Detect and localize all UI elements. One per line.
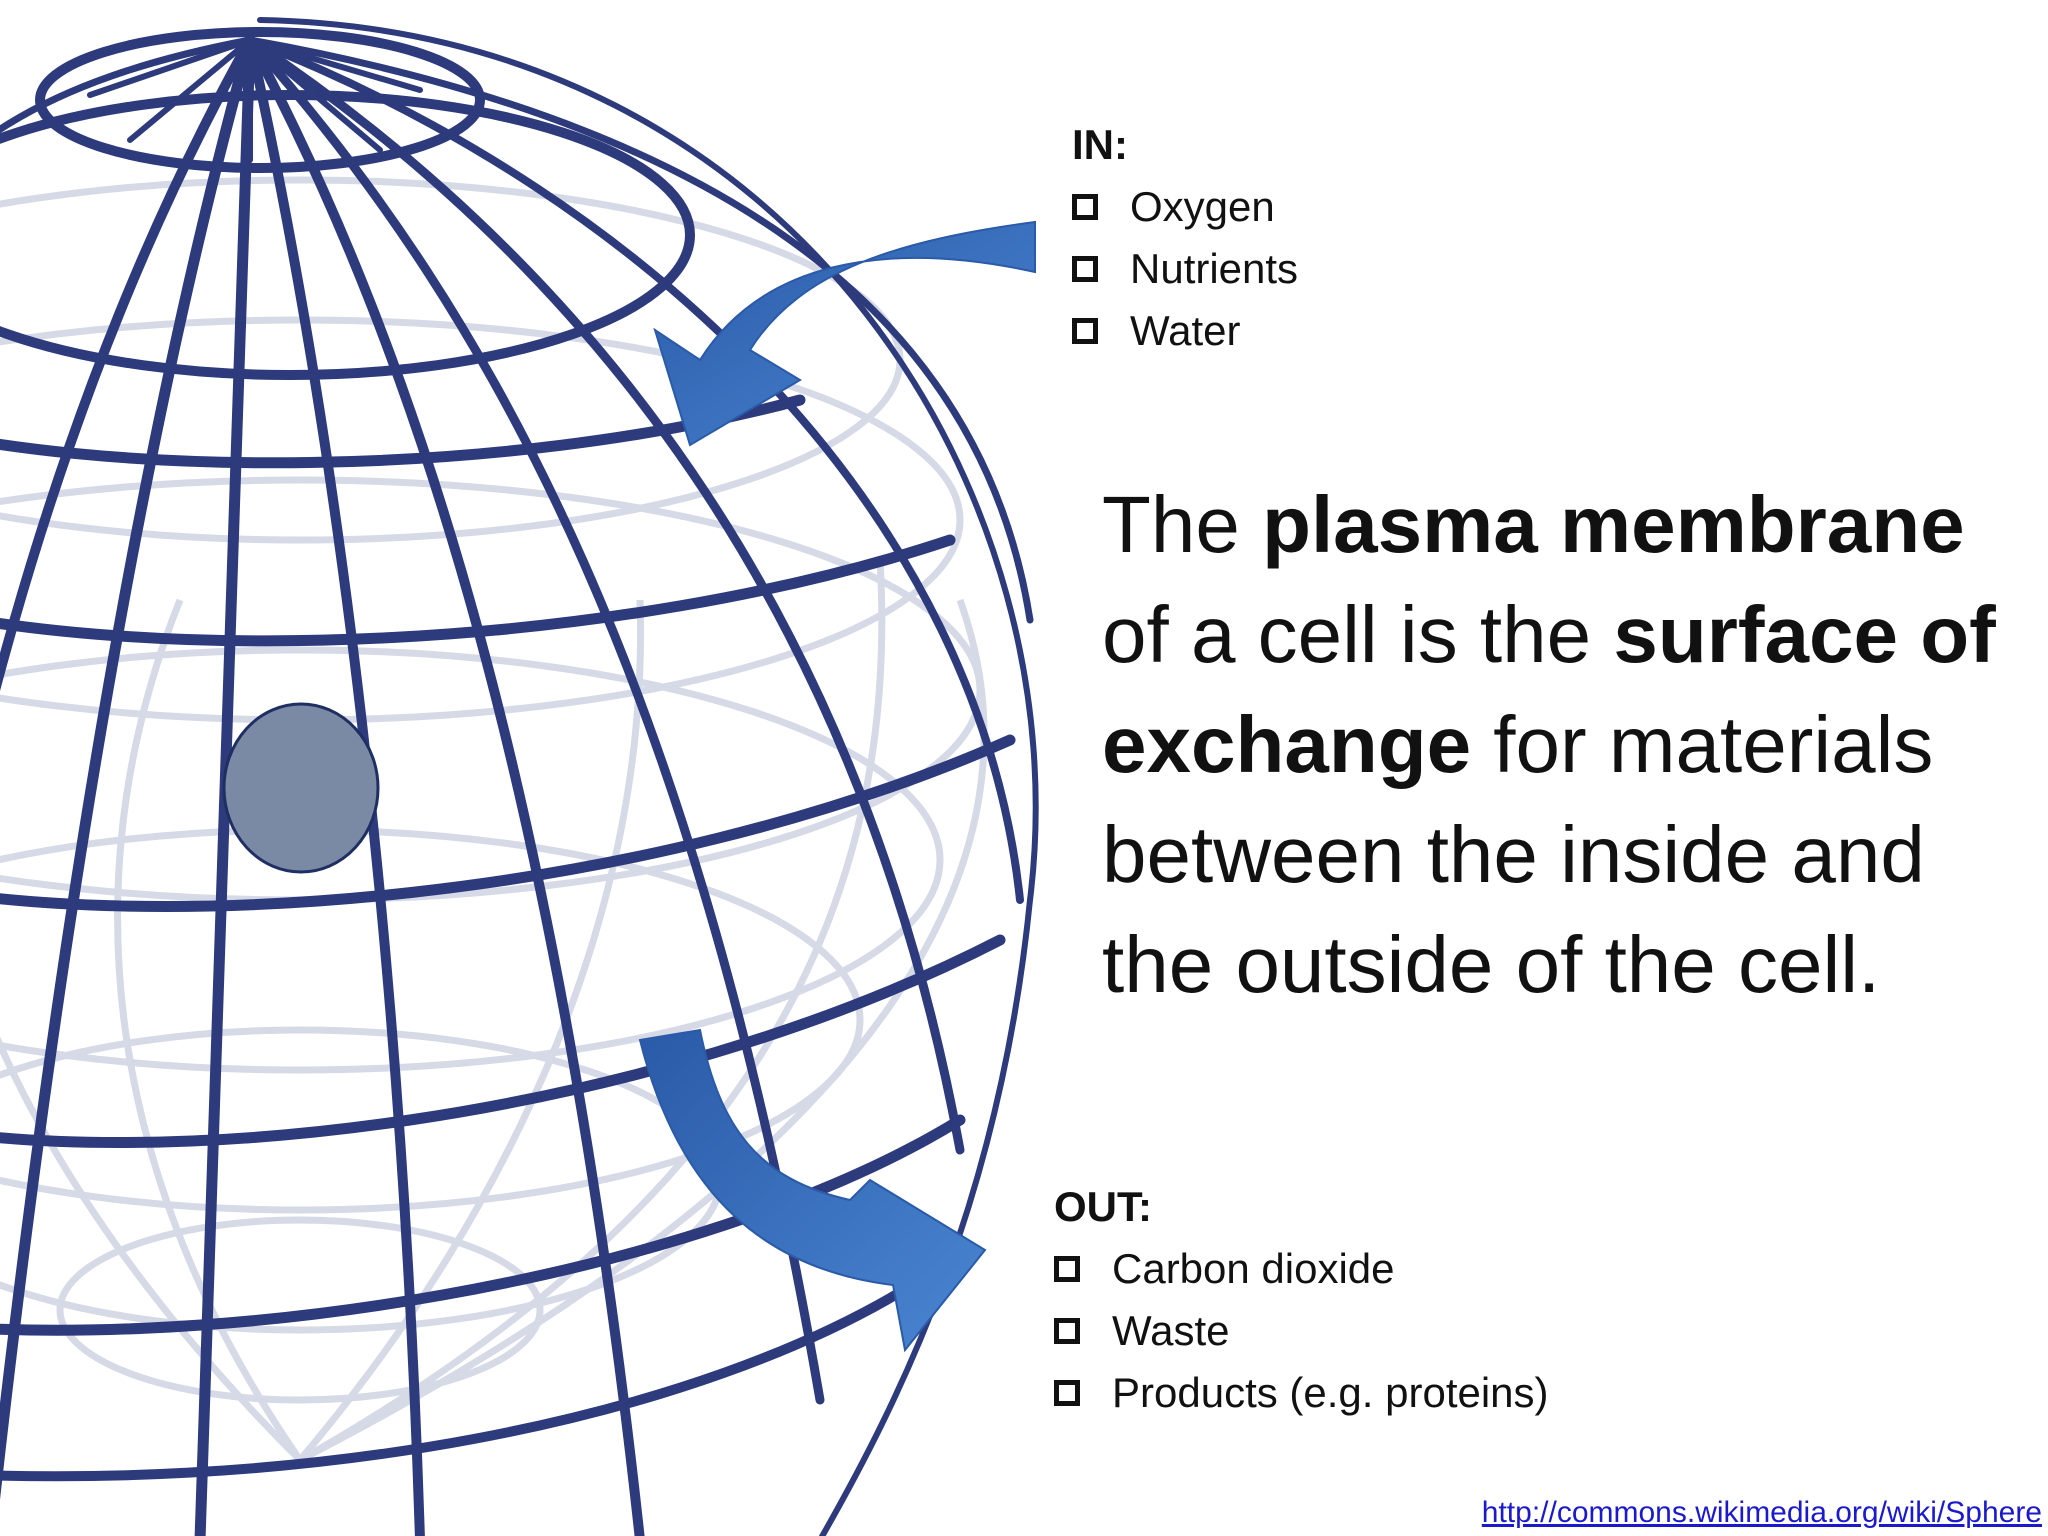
out-item-carbon-dioxide: Carbon dioxide	[1054, 1238, 1549, 1300]
out-item-label: Products (e.g. proteins)	[1112, 1369, 1549, 1416]
checkbox-icon	[1072, 194, 1098, 220]
in-item-water: Water	[1072, 300, 1298, 362]
checkbox-icon	[1054, 1256, 1080, 1282]
nucleus	[222, 702, 380, 874]
statement-bold-surface-of-exchange: surface of exchange	[1102, 590, 1996, 789]
out-item-label: Waste	[1112, 1307, 1230, 1354]
source-link[interactable]: http://commons.wikimedia.org/wiki/Sphere	[1481, 1496, 2042, 1529]
statement-bold-plasma-membrane: plasma membrane	[1262, 480, 1965, 569]
sphere-front-grid	[0, 17, 1039, 1536]
in-heading: IN:	[1072, 121, 1128, 168]
in-item-label: Nutrients	[1130, 245, 1299, 292]
checkbox-icon	[1072, 256, 1098, 282]
out-item-waste: Waste	[1054, 1300, 1549, 1362]
main-statement: The plasma membrane of a cell is the sur…	[1102, 470, 2042, 1020]
in-arrow	[653, 220, 1036, 447]
out-heading: OUT:	[1054, 1183, 1152, 1230]
out-list: OUT: Carbon dioxide Waste Products (e.g.…	[1054, 1176, 1549, 1424]
in-item-label: Oxygen	[1130, 183, 1275, 230]
in-item-nutrients: Nutrients	[1072, 238, 1298, 300]
checkbox-icon	[1054, 1318, 1080, 1344]
statement-text-3: for materials between the inside and the…	[1102, 700, 1934, 1009]
out-arrow	[638, 1028, 987, 1353]
checkbox-icon	[1054, 1380, 1080, 1406]
statement-text-2: of a cell is the	[1102, 590, 1614, 679]
in-list: IN: Oxygen Nutrients Water	[1072, 114, 1298, 362]
out-item-label: Carbon dioxide	[1112, 1245, 1395, 1292]
in-item-label: Water	[1130, 307, 1241, 354]
in-item-oxygen: Oxygen	[1072, 176, 1298, 238]
statement-text-1: The	[1102, 480, 1263, 569]
checkbox-icon	[1072, 318, 1098, 344]
out-item-products: Products (e.g. proteins)	[1054, 1362, 1549, 1424]
